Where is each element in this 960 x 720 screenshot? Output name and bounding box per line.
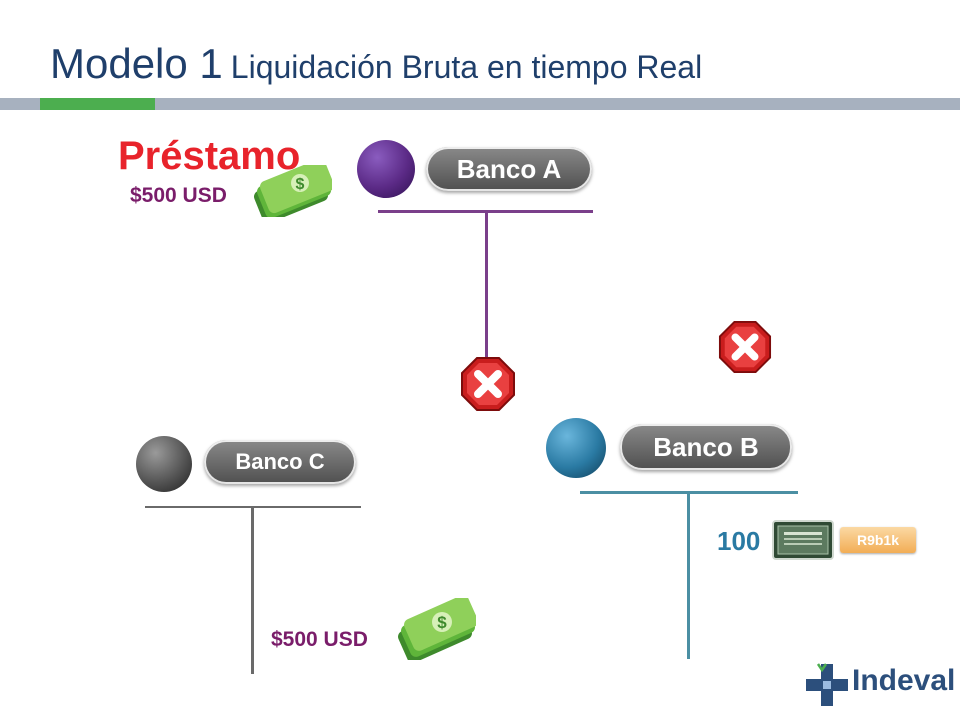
loan-amount: $500 USD: [130, 184, 227, 207]
loan-label: Préstamo: [118, 134, 301, 178]
securities-code-badge: R9b1k: [840, 527, 916, 553]
slide-title-main: Modelo 1: [50, 40, 223, 87]
title-divider-band: [0, 98, 960, 110]
securities-quantity: 100: [717, 526, 761, 556]
svg-text:$: $: [296, 176, 305, 193]
bank-b-account-vertical-line: [687, 491, 690, 659]
cash-icon: $: [398, 598, 476, 660]
title-accent-band: [40, 98, 155, 110]
bank-a-account-vertical-line: [485, 210, 488, 360]
indeval-logo-icon: [806, 663, 848, 706]
svg-text:$: $: [437, 613, 447, 632]
cash-icon: $: [253, 165, 332, 217]
bank-c-avatar: [136, 436, 192, 492]
bank-a-label: Banco A: [426, 147, 592, 191]
slide-title-subtitle: Liquidación Bruta en tiempo Real: [230, 49, 703, 85]
bank-b-label: Banco B: [620, 424, 792, 470]
certificate-icon: [772, 520, 834, 560]
bank-b-avatar: [546, 418, 606, 478]
stop-x-icon: [718, 320, 772, 374]
bank-c-label: Banco C: [204, 440, 356, 484]
bank-c-amount: $500 USD: [271, 628, 368, 651]
bank-a-avatar: [357, 140, 415, 198]
bank-c-account-vertical-line: [251, 506, 254, 674]
indeval-logo-text: Indeval: [852, 664, 956, 697]
stop-x-icon: [461, 357, 515, 411]
